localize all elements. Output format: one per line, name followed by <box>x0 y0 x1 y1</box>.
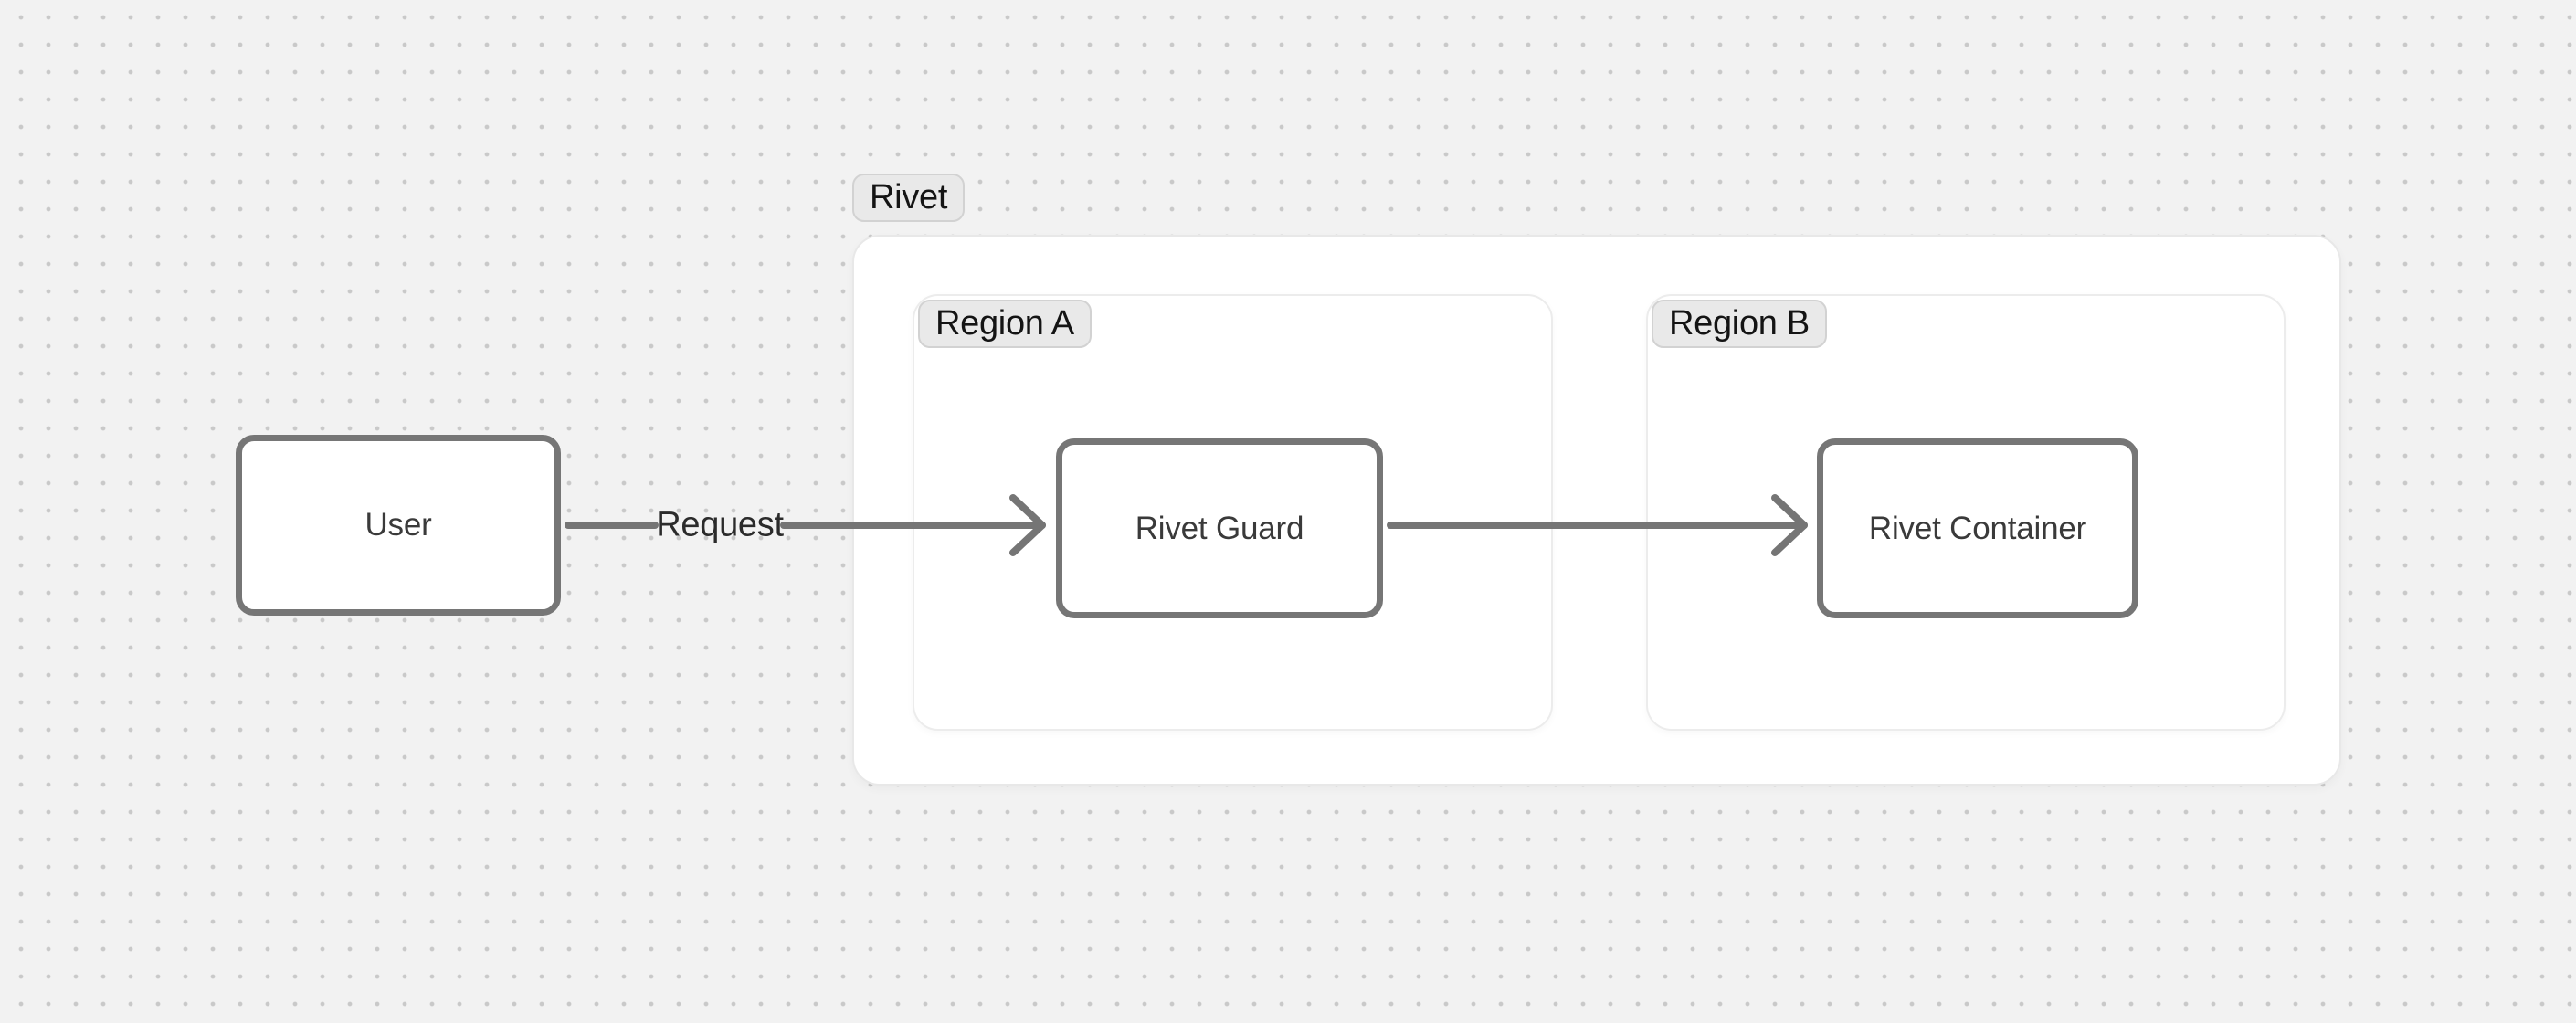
node-rivet-guard[interactable]: Rivet Guard <box>1056 438 1383 618</box>
region-b[interactable]: Region B Rivet Container <box>1646 294 2286 731</box>
region-a-label: Region A <box>918 300 1092 348</box>
region-b-label: Region B <box>1652 300 1827 348</box>
node-rivet-container[interactable]: Rivet Container <box>1817 438 2138 618</box>
group-label-rivet: Rivet <box>852 174 966 222</box>
group-rivet[interactable]: Region A Rivet Guard Region B Rivet Cont… <box>852 235 2341 786</box>
edge-label-request: Request <box>656 505 784 544</box>
node-user[interactable]: User <box>236 435 561 616</box>
node-rivet-guard-label: Rivet Guard <box>1135 510 1304 546</box>
region-a[interactable]: Region A Rivet Guard <box>913 294 1553 731</box>
node-rivet-container-label: Rivet Container <box>1868 510 2087 546</box>
node-user-label: User <box>364 507 432 543</box>
